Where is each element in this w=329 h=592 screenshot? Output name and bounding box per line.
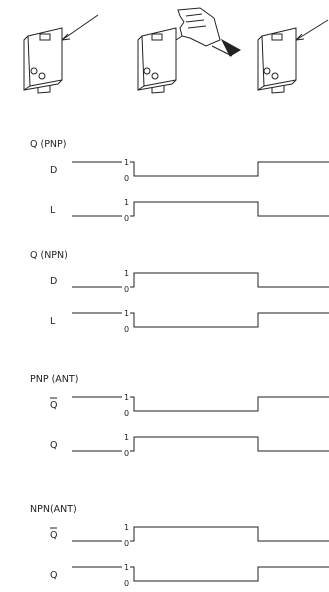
waveform bbox=[130, 201, 329, 217]
signal-label: Q bbox=[50, 530, 57, 541]
waveform bbox=[130, 312, 329, 328]
signal-label: Q bbox=[50, 440, 57, 451]
group-title: NPN(ANT) bbox=[30, 504, 77, 515]
sensor-dark-icon bbox=[23, 14, 99, 94]
group-title: Q (NPN) bbox=[30, 250, 68, 261]
waveform bbox=[130, 566, 329, 582]
sensor-hand-icon bbox=[137, 7, 241, 94]
level-high-label: 1 bbox=[124, 433, 129, 442]
level-low-label: 0 bbox=[124, 579, 129, 588]
level-low-label: 0 bbox=[124, 539, 129, 548]
level-low-label: 0 bbox=[124, 285, 129, 294]
level-high-label: 1 bbox=[124, 393, 129, 402]
level-high-label: 1 bbox=[124, 563, 129, 572]
sensor-light-icon bbox=[257, 19, 329, 94]
level-high-label: 1 bbox=[124, 269, 129, 278]
level-low-label: 0 bbox=[124, 409, 129, 418]
waveform bbox=[130, 436, 329, 452]
waveform bbox=[130, 396, 329, 412]
level-high-label: 1 bbox=[124, 309, 129, 318]
level-low-label: 0 bbox=[124, 449, 129, 458]
waveform bbox=[130, 526, 329, 542]
waveform bbox=[130, 161, 329, 177]
group-title: PNP (ANT) bbox=[30, 374, 78, 385]
level-low-label: 0 bbox=[124, 214, 129, 223]
level-high-label: 1 bbox=[124, 158, 129, 167]
signal-label: D bbox=[50, 276, 57, 287]
signal-label: Q bbox=[50, 570, 57, 581]
signal-label: D bbox=[50, 165, 57, 176]
group-title: Q (PNP) bbox=[30, 139, 66, 150]
signal-label: L bbox=[50, 205, 56, 216]
level-low-label: 0 bbox=[124, 325, 129, 334]
waveform bbox=[130, 272, 329, 288]
level-high-label: 1 bbox=[124, 198, 129, 207]
level-high-label: 1 bbox=[124, 523, 129, 532]
level-low-label: 0 bbox=[124, 174, 129, 183]
signal-label: L bbox=[50, 316, 56, 327]
signal-label: Q bbox=[50, 400, 57, 411]
